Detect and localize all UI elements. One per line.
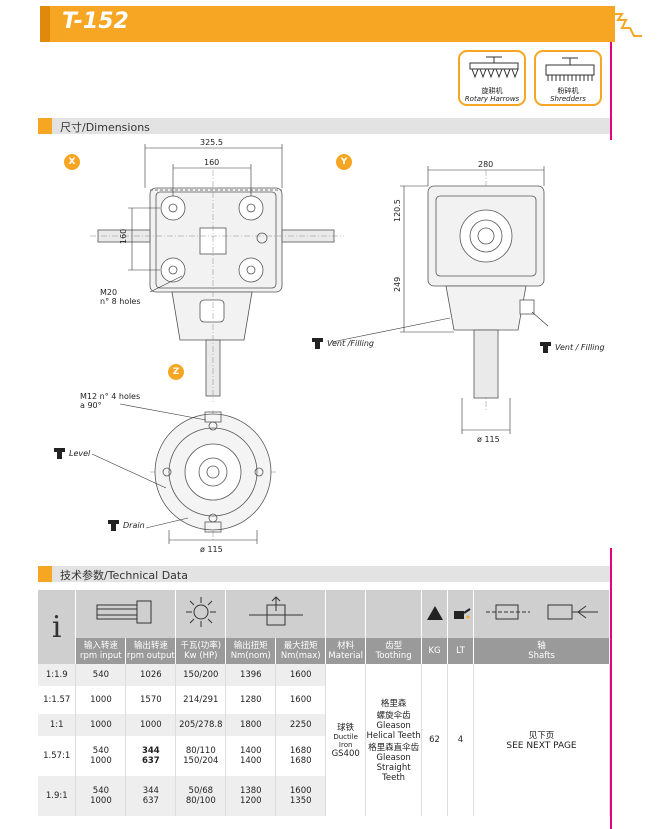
level-plug-icon xyxy=(54,448,65,459)
shaft-y-badge: Y xyxy=(336,154,352,170)
drain-tag: Drain xyxy=(108,520,145,531)
side-view xyxy=(427,185,545,399)
table-row: 1.57:1 540 1000 344 637 80/110 150/204 1… xyxy=(38,736,610,776)
shaft-x-badge: X xyxy=(64,154,80,170)
section-title: 尺寸/Dimensions xyxy=(60,121,150,134)
header-kg: KG xyxy=(421,638,449,664)
torque-icon-cell xyxy=(225,590,327,638)
vent-plug-icon xyxy=(540,342,551,353)
power-icon-cell xyxy=(175,590,227,638)
page-title: T-152 xyxy=(62,9,129,34)
header-lt: LT xyxy=(447,638,474,664)
application-card-shredders: 粉碎机 Shredders xyxy=(534,50,602,106)
application-label-en: Rotary Harrows xyxy=(464,95,520,103)
ratio-header: i xyxy=(38,590,77,664)
table-row: 1:1.57 1000 1570 214/291 1280 1600 xyxy=(38,686,610,714)
section-header-dimensions: 尺寸/Dimensions xyxy=(38,118,610,134)
page-edge-line xyxy=(610,548,612,829)
drain-plug-icon xyxy=(108,520,119,531)
rpm-icon-cell xyxy=(75,590,177,638)
vent-plug-icon xyxy=(312,338,323,349)
table-icon-row: i xyxy=(38,590,610,664)
oil-icon-cell xyxy=(447,590,474,638)
rotary-harrow-icon xyxy=(469,56,519,79)
shafts-icon-cell xyxy=(473,590,610,638)
shafts-cell: 见下页 SEE NEXT PAGE xyxy=(473,664,610,816)
application-label-en: Shredders xyxy=(550,95,586,103)
power-sun-icon xyxy=(185,597,216,627)
dim-side-width: 280 xyxy=(478,160,493,169)
table-row: 1:1.9 540 1026 150/200 1396 1600 球铁 Duct… xyxy=(38,664,610,816)
weight-icon xyxy=(426,606,443,620)
application-label-cn: 粉碎机 xyxy=(557,87,579,95)
bottom-view xyxy=(154,411,272,533)
dim-lower-height: 249 xyxy=(393,277,402,292)
shaft-z-badge: Z xyxy=(168,364,184,380)
dim-bolt-spacing: 160 xyxy=(204,158,219,167)
technical-drawing: 325.5 160 160 280 120.5 249 ø 115 ø 115 xyxy=(90,138,549,554)
material-icon-cell xyxy=(325,590,367,638)
vent-filling-tag-front: Vent /Filling xyxy=(312,338,374,349)
application-label-cn: 旋耕机 xyxy=(481,87,503,95)
title-bar xyxy=(40,6,615,42)
weight-icon-cell xyxy=(421,590,449,638)
application-card-rotary-harrows: 旋耕机 Rotary Harrows xyxy=(458,50,526,106)
dim-bolt-height: 160 xyxy=(119,229,128,244)
section-header-technical: 技术参数/Technical Data xyxy=(38,566,610,582)
dim-flange-diameter: ø 115 xyxy=(200,545,223,554)
toothing-icon-cell xyxy=(365,590,423,638)
toothing-cell: 格里森 螺旋伞齿 Gleason Helical Teeth 格里森直伞齿 Gl… xyxy=(365,664,423,816)
shredder-icon xyxy=(545,57,595,81)
dim-overall-width: 325.5 xyxy=(200,138,223,147)
oil-can-icon xyxy=(453,608,471,619)
weight-cell: 62 xyxy=(421,664,449,816)
dim-side-diameter: ø 115 xyxy=(477,435,500,444)
note-m20: M20 n° 8 holes xyxy=(100,288,141,306)
section-title: 技术参数/Technical Data xyxy=(60,569,188,582)
table-row: 1.9:1 540 1000 344 637 50/68 80/100 1380… xyxy=(38,776,610,816)
torque-icon xyxy=(248,596,303,626)
shafts-icon xyxy=(485,604,598,620)
header-power: 千瓦(功率)Kw (HP) xyxy=(175,638,227,664)
page-edge-line xyxy=(610,42,612,140)
note-m12: M12 n° 4 holes a 90° xyxy=(80,392,141,410)
title-accent xyxy=(40,6,50,42)
dim-axis-height: 120.5 xyxy=(393,199,402,222)
material-cell: 球铁 Ductile Iron GS400 xyxy=(325,664,367,816)
shaft-speed-icon xyxy=(96,600,152,624)
table-row: 1:1 1000 1000 205/278.8 1800 2250 xyxy=(38,714,610,736)
oil-cell: 4 xyxy=(447,664,474,816)
corner-logo-icon xyxy=(610,13,642,37)
vent-filling-tag-side: Vent / Filling xyxy=(540,342,605,353)
level-tag: Level xyxy=(54,448,90,459)
